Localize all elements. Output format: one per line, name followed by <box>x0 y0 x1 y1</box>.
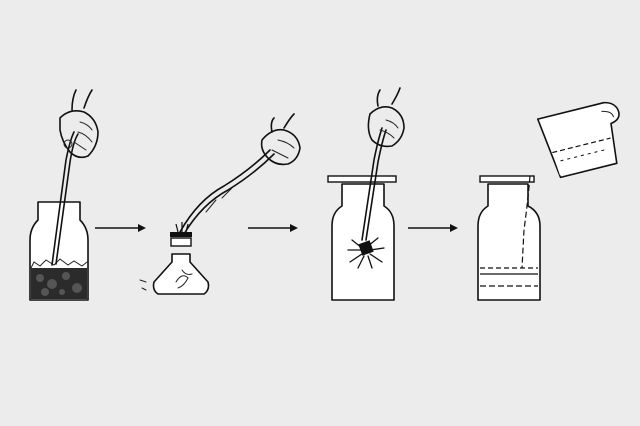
coal-lumps <box>36 272 82 296</box>
burning-sample <box>358 240 374 256</box>
glass-lid-4 <box>479 175 535 183</box>
step-3-panel <box>327 87 405 301</box>
step-4-panel <box>477 101 620 301</box>
deflagrating-spoon-1 <box>51 131 75 266</box>
lamp-cap <box>170 232 192 237</box>
pouring-stream <box>521 175 531 269</box>
deflagrating-spoon-2 <box>179 149 271 233</box>
beaker-icon <box>536 101 620 179</box>
spirit-lamp <box>152 253 210 295</box>
burning-sparks-icon <box>347 237 385 269</box>
arrow-1 <box>95 224 146 232</box>
hand-3-icon <box>367 87 405 148</box>
deflagrating-spoon-3 <box>361 127 383 241</box>
step-1-panel <box>29 89 99 301</box>
hand-1-icon <box>59 89 99 159</box>
glass-lid-3 <box>327 175 397 183</box>
arrow-2 <box>248 224 298 232</box>
arrow-3 <box>408 224 458 232</box>
jar-3 <box>331 183 395 301</box>
step-2-panel <box>139 113 301 295</box>
hand-2-icon <box>260 113 301 166</box>
lamp-collar <box>170 237 192 247</box>
jar-4 <box>477 183 541 301</box>
